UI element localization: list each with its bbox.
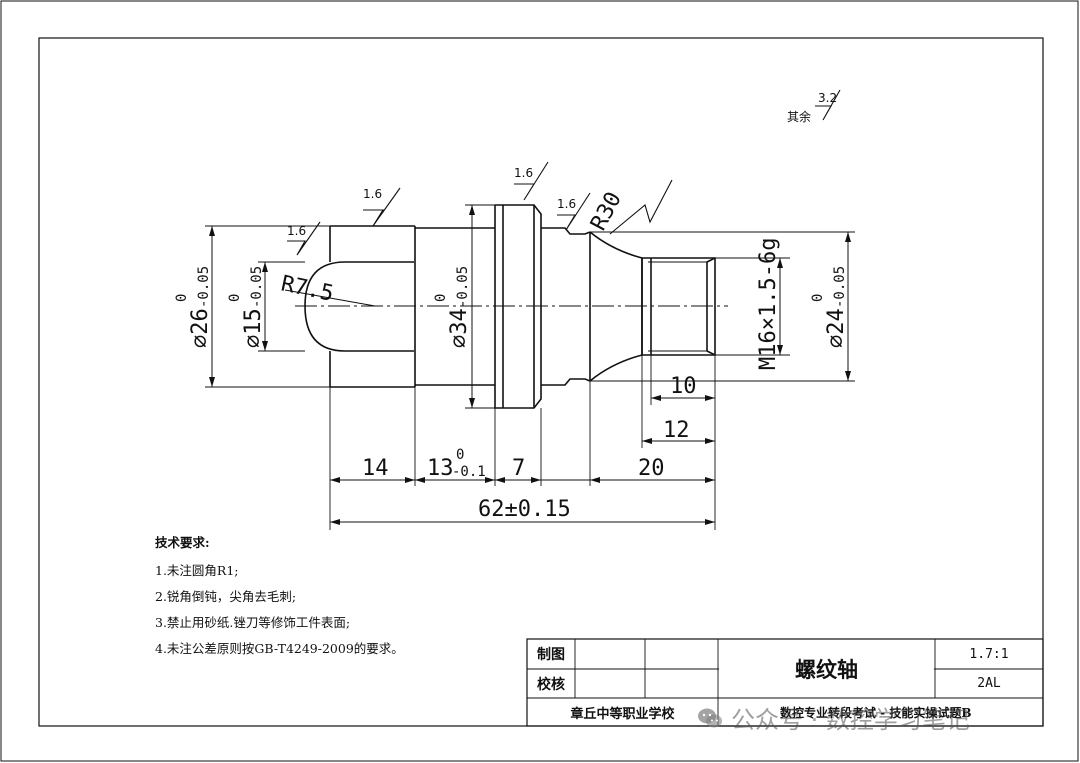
diameter-dimension-lines [211, 205, 849, 408]
tb-part-name: 螺纹轴 [795, 656, 858, 682]
tb-drawn-label: 制图 [537, 647, 565, 663]
len-13-main: 13 [427, 456, 454, 481]
dimension-arrows [209, 205, 851, 525]
dia26-zero: 0 [174, 294, 190, 302]
tech-requirements: 技术要求: 1.未注圆角R1; 2.锐角倒钝，尖角去毛刺; 3.禁止用砂纸.锉刀… [155, 533, 404, 665]
roughness-other: 其余 3.2 [787, 89, 841, 124]
dim-thread: M16×1.5-6g [756, 238, 781, 370]
length-extension-lines [329, 355, 716, 530]
thread-spec: M16×1.5-6g [756, 238, 781, 370]
radius-r30: R30 [586, 179, 673, 235]
len-14: 14 [362, 456, 389, 481]
len-12: 12 [663, 418, 690, 443]
tb-school: 章丘中等职业学校 [570, 706, 675, 722]
tech-requirement-1: 1.未注圆角R1; [155, 563, 239, 578]
length-dimension-lines [330, 397, 715, 523]
dia26-main: ⌀26 [188, 308, 213, 348]
dim-dia34: ⌀34 -0.05 0 [433, 266, 472, 348]
len-10: 10 [670, 374, 697, 399]
dia34-main: ⌀34 [447, 308, 472, 348]
roughness-symbol-1: 1.6 [287, 221, 321, 256]
title-block-grid [526, 638, 1044, 727]
part-outline [304, 204, 716, 409]
diameter-extension-lines [205, 204, 855, 409]
dia34-zero: 0 [433, 294, 449, 302]
len-7: 7 [512, 456, 525, 481]
tech-requirement-2: 2.锐角倒钝，尖角去毛刺; [155, 589, 297, 604]
dia15-tol: -0.05 [249, 266, 265, 308]
dia15-main: ⌀15 [241, 308, 266, 348]
tb-checked-label: 校核 [537, 676, 565, 693]
dia24-tol: -0.05 [832, 266, 848, 308]
len-13-tol: -0.1 [452, 464, 486, 480]
radius-r30-label: R30 [586, 188, 627, 235]
roughness-other-value: 3.2 [818, 91, 837, 105]
roughness-value-3: 1.6 [514, 166, 533, 180]
dia15-zero: 0 [227, 294, 243, 302]
roughness-symbol-4: 1.6 [557, 192, 591, 231]
roughness-value-2: 1.6 [363, 187, 382, 201]
tb-scale: 1.7:1 [969, 646, 1009, 662]
dim-dia26: ⌀26 -0.05 0 [174, 266, 213, 348]
roughness-value-4: 1.6 [557, 197, 576, 211]
roughness-symbol-2: 1.6 [363, 187, 401, 227]
tech-requirements-heading: 技术要求: [155, 535, 210, 550]
dia24-main: ⌀24 [824, 308, 849, 348]
dia24-zero: 0 [810, 294, 826, 302]
len-20: 20 [638, 456, 665, 481]
radius-r7-5: R7.5 [279, 271, 376, 307]
tb-exam-title: 数控专业转段考试 - 技能实操试题B [780, 705, 972, 720]
roughness-other-label: 其余 [787, 109, 811, 124]
watermark-text: 公众号 · 数控学习笔记 [731, 706, 970, 734]
dim-dia15: ⌀15 -0.05 0 [227, 266, 266, 348]
radius-r7-5-label: R7.5 [279, 271, 336, 306]
roughness-symbol-3: 1.6 [514, 161, 549, 201]
wechat-icon [697, 707, 723, 729]
tb-material: 2AL [977, 676, 1001, 691]
roughness-value-1: 1.6 [287, 224, 306, 238]
watermark: 公众号 · 数控学习笔记 [697, 700, 970, 735]
len-13-zero: 0 [456, 447, 464, 463]
dia34-tol: -0.05 [455, 266, 471, 308]
dia26-tol: -0.05 [196, 266, 212, 308]
tech-requirement-4: 4.未注公差原则按GB-T4249-2009的要求。 [155, 641, 404, 656]
len-total: 62±0.15 [478, 497, 571, 522]
tech-requirement-3: 3.禁止用砂纸.锉刀等修饰工件表面; [155, 615, 351, 630]
dim-dia24: ⌀24 -0.05 0 [810, 266, 849, 348]
